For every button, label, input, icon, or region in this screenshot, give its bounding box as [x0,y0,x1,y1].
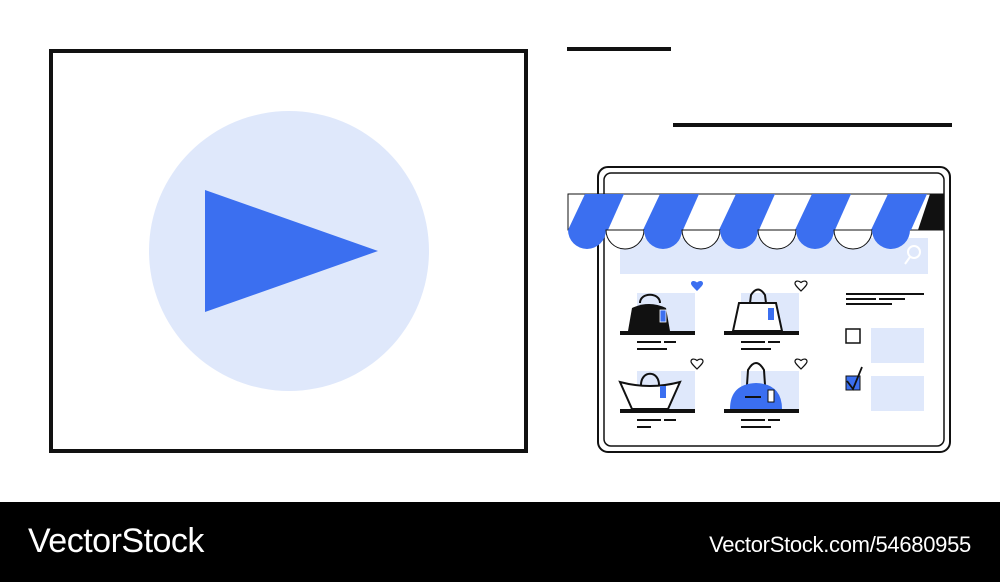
product-price-line [741,426,771,428]
product-title-line-2 [768,341,780,343]
filter-subheading-line-2 [879,298,905,300]
heart-outline-icon[interactable] [690,358,704,370]
product-title-line-2 [664,341,676,343]
tote-bag-icon [731,288,784,332]
purse-icon [618,372,682,410]
checkbox-icon[interactable] [845,328,861,344]
heart-outline-icon[interactable] [794,358,808,370]
heart-outline-icon[interactable] [794,280,808,292]
store-awning [567,193,945,250]
filter-panel [845,293,924,411]
product-card[interactable] [724,280,808,350]
product-title-line [741,341,765,343]
filter-option-swatch[interactable] [871,328,924,363]
bowling-bag-icon [730,362,782,409]
filter-heading-line [846,293,924,295]
search-icon[interactable] [904,245,921,265]
product-price-line [637,348,667,350]
checkbox-checked-icon[interactable] [845,366,863,391]
store-window-inner-frame [603,172,945,447]
product-shelf [724,409,799,413]
store-window [567,166,951,453]
product-price-line [741,348,771,350]
handbag-icon [628,293,670,331]
product-title-line [741,419,765,421]
product-shelf [620,409,695,413]
product-shelf [620,331,695,335]
product-title-line [637,419,661,421]
product-shelf [724,331,799,335]
play-icon[interactable] [205,190,378,312]
filter-subheading-line [846,298,876,300]
product-card[interactable] [618,358,704,428]
product-price-line [637,426,651,428]
product-title-line-2 [768,419,780,421]
filter-subheading-line-3 [846,303,892,305]
illustration [49,47,952,453]
heart-filled-icon[interactable] [691,281,703,291]
footer: VectorStock VectorStock.com/54680955 [0,502,1000,582]
brand-logo[interactable]: VectorStock [28,522,204,560]
product-title-line [637,341,661,343]
product-card[interactable] [724,358,808,428]
filter-option-swatch[interactable] [871,376,924,411]
video-player[interactable] [49,49,528,453]
product-card[interactable] [620,281,703,350]
image-url: VectorStock.com/54680955 [709,532,971,557]
product-title-line-2 [664,419,676,421]
